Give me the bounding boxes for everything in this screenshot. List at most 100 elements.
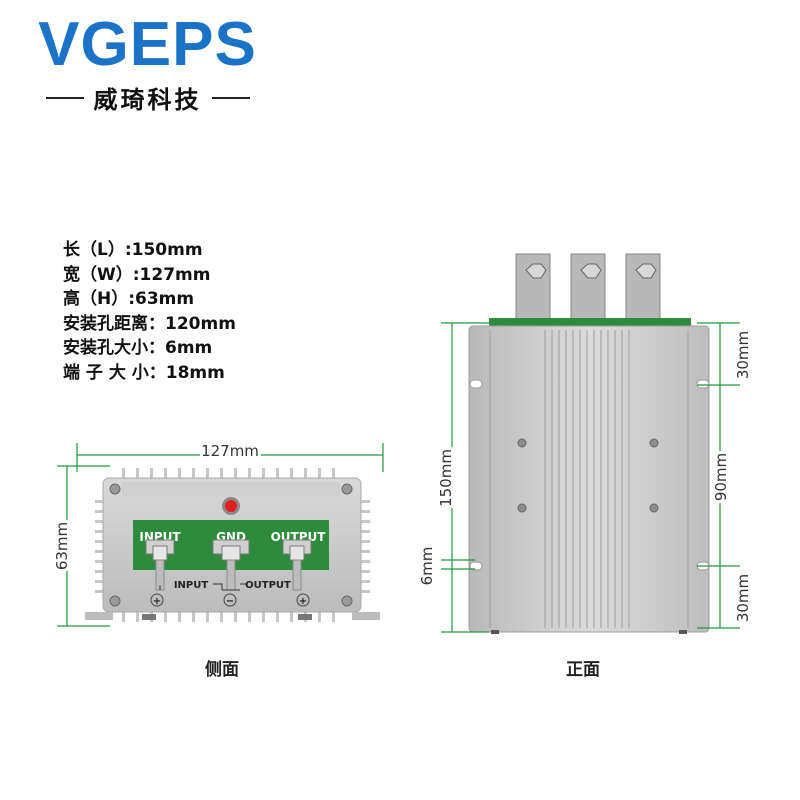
bolt-icon <box>298 614 312 620</box>
side-fin <box>361 580 370 583</box>
side-fin <box>361 570 370 573</box>
fin <box>206 468 209 480</box>
side-fin <box>95 590 104 593</box>
side-fin <box>95 520 104 523</box>
spec-hole-distance: 安装孔距离：120mm <box>63 313 236 334</box>
hole-size-dimension-label: 6mm <box>418 547 436 586</box>
fin <box>234 610 237 622</box>
terminal-lugs <box>515 253 661 327</box>
side-view-caption: 侧面 <box>205 660 239 680</box>
side-fin <box>95 540 104 543</box>
side-fin <box>95 580 104 583</box>
fin <box>332 468 335 480</box>
side-fin <box>361 510 370 513</box>
middle-dimension-label: 90mm <box>712 453 730 501</box>
screw-icon <box>341 595 353 607</box>
side-view: INPUT GND OUTPUT INPUT OUTPUT + − + <box>50 439 384 627</box>
brand-name: VGEPS <box>38 10 257 79</box>
fin <box>164 468 167 480</box>
side-fin <box>95 500 104 503</box>
fin <box>192 610 195 622</box>
fin <box>178 610 181 622</box>
fin <box>136 610 139 622</box>
fin <box>220 468 223 480</box>
spec-height: 高（H）:63mm <box>63 289 195 309</box>
screw-icon <box>109 595 121 607</box>
logo-divider-left <box>45 96 84 99</box>
length-dimension-label: 150mm <box>437 449 455 507</box>
fin <box>150 468 153 480</box>
side-fin <box>95 550 104 553</box>
bottom-label-output: OUTPUT <box>245 580 291 591</box>
fin <box>276 610 279 622</box>
plus-icon: + <box>153 596 161 607</box>
housing-grooves <box>489 330 689 628</box>
fin <box>262 610 265 622</box>
front-housing <box>468 325 710 633</box>
fin <box>318 610 321 622</box>
fin <box>290 610 293 622</box>
plus-icon: + <box>299 596 307 607</box>
fin <box>304 468 307 480</box>
side-top-ridge <box>122 482 340 496</box>
screw-icon <box>649 438 659 448</box>
bolt-icon <box>142 614 156 620</box>
fin <box>318 468 321 480</box>
fin <box>206 610 209 622</box>
fin <box>262 468 265 480</box>
terminal-gnd <box>212 539 250 591</box>
side-fin <box>361 500 370 503</box>
mount-foot-right <box>352 612 380 620</box>
terminal-input <box>145 539 175 591</box>
fin <box>136 468 139 480</box>
fin <box>122 468 125 480</box>
spec-length: 长（L）:150mm <box>63 240 203 260</box>
front-dimension-lines <box>441 322 740 633</box>
led-indicator-icon <box>225 500 237 512</box>
fin <box>178 468 181 480</box>
fin <box>220 610 223 622</box>
side-fin <box>361 540 370 543</box>
terminal-output <box>282 539 312 591</box>
fin <box>248 468 251 480</box>
side-fin <box>95 560 104 563</box>
fin <box>248 610 251 622</box>
fin <box>164 610 167 622</box>
height-dimension-label: 63mm <box>53 522 71 570</box>
screw-icon <box>109 483 121 495</box>
mount-foot-left <box>85 612 113 620</box>
screw-icon <box>341 483 353 495</box>
brand-logo: VGEPS 威琦科技 <box>30 14 265 115</box>
nut-icon <box>635 263 657 279</box>
side-fin <box>95 510 104 513</box>
screw-icon <box>649 503 659 513</box>
nut-icon <box>580 263 602 279</box>
spec-terminal-size: 端 子 大 小：18mm <box>63 362 225 383</box>
screw-icon <box>517 438 527 448</box>
bottom-dimension-label: 30mm <box>734 574 752 622</box>
fin <box>122 610 125 622</box>
minus-icon: − <box>226 596 234 607</box>
side-fin <box>95 570 104 573</box>
spec-hole-size: 安装孔大小：6mm <box>63 338 213 358</box>
spec-width: 宽（W）:127mm <box>63 264 211 285</box>
fin <box>290 468 293 480</box>
spec-list: 长（L）:150mm 宽（W）:127mm 高（H）:63mm 安装孔距离：12… <box>63 238 236 385</box>
heatsink-fins <box>95 468 370 622</box>
front-board-edge <box>489 318 691 328</box>
fin <box>234 468 237 480</box>
fin <box>192 468 195 480</box>
nut-icon <box>525 263 547 279</box>
fin <box>332 610 335 622</box>
brand-chinese-name: 威琦科技 <box>93 86 202 114</box>
side-fin <box>361 530 370 533</box>
side-fin <box>361 550 370 553</box>
front-view-caption: 正面 <box>566 660 600 680</box>
brand-subtitle: 威琦科技 <box>30 80 265 115</box>
side-fin <box>361 590 370 593</box>
side-fin <box>361 560 370 563</box>
width-dimension-label: 127mm <box>201 442 259 460</box>
front-view: 150mm 6mm 30mm 90mm 30mm <box>418 253 752 634</box>
foot-icon <box>491 630 499 634</box>
